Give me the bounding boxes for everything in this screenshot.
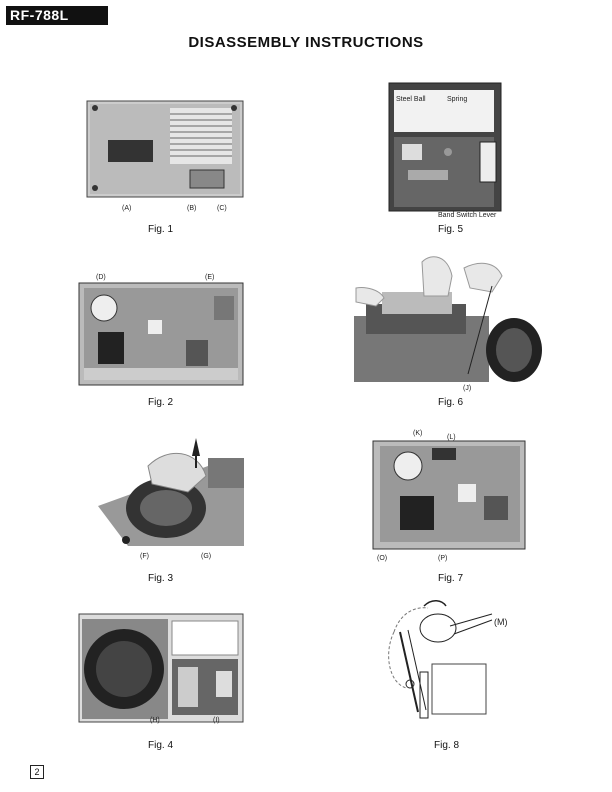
fig3-caption: Fig. 3 <box>148 573 174 584</box>
fig7-label-p: (P) <box>438 555 448 562</box>
fig6-label-j: (J) <box>463 385 472 392</box>
fig2-photo <box>78 282 244 386</box>
fig4-caption: Fig. 4 <box>148 740 174 751</box>
fig2-label-d: (D) <box>96 274 106 281</box>
page-title: DISASSEMBLY INSTRUCTIONS <box>188 34 424 51</box>
fig5-caption: Fig. 5 <box>438 224 464 235</box>
fig4-photo <box>78 613 244 723</box>
fig7-label-l: (L) <box>447 434 456 441</box>
fig1-caption: Fig. 1 <box>148 224 174 235</box>
fig8-label-m: (M) <box>494 617 508 627</box>
fig2-label-e: (E) <box>205 274 215 281</box>
model-badge: RF-788L <box>6 6 108 25</box>
fig5-label-steel-ball: Steel Ball <box>396 96 426 103</box>
fig4-label-h: (H) <box>150 717 160 724</box>
fig1-photo <box>86 100 244 198</box>
fig6-caption: Fig. 6 <box>438 397 464 408</box>
fig1-label-c: (C) <box>217 205 227 212</box>
fig1-label-b: (B) <box>187 205 197 212</box>
fig7-label-o: (O) <box>377 555 388 562</box>
fig3-label-f: (F) <box>140 553 149 560</box>
fig4-label-i: (I) <box>213 717 220 724</box>
fig5-label-band-switch-lever: Band Switch Lever <box>438 212 497 219</box>
fig8-caption: Fig. 8 <box>434 740 460 751</box>
fig1-label-a: (A) <box>122 205 132 212</box>
fig5-label-spring: Spring <box>447 96 468 103</box>
fig7-photo <box>372 440 526 550</box>
fig3-label-g: (G) <box>201 553 212 560</box>
page-number: 2 <box>30 765 44 779</box>
fig7-label-k: (K) <box>413 430 423 437</box>
fig6-photo <box>352 252 542 386</box>
fig2-caption: Fig. 2 <box>148 397 174 408</box>
fig7-caption: Fig. 7 <box>438 573 464 584</box>
fig8-drawing <box>380 592 520 730</box>
fig3-photo <box>88 436 244 552</box>
